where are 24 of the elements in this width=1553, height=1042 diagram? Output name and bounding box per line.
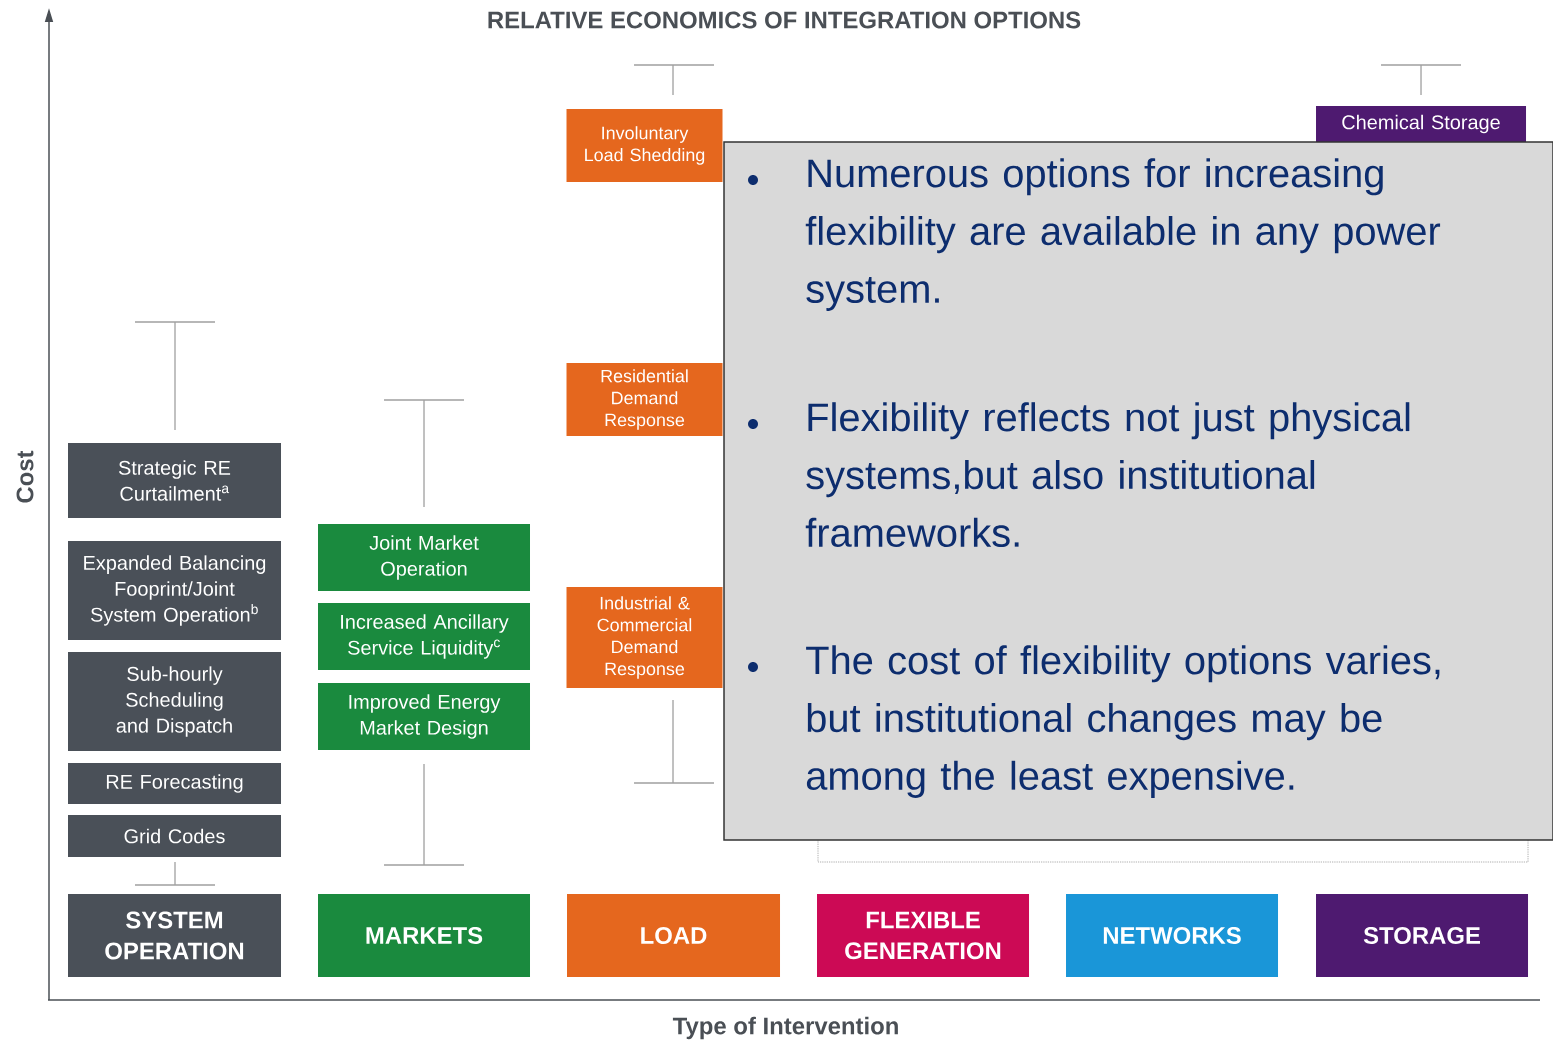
option-box: RE Forecasting bbox=[68, 763, 281, 804]
bullet-text: Flexibility reflects not just physical systems,but also institutional frameworks. bbox=[805, 402, 1410, 548]
option-box: Strategic RE Curtailment$^{a}$ bbox=[68, 443, 281, 518]
bullet-text: Numerous options for increasing flexibility are available in any power system. bbox=[805, 158, 1441, 311]
option-box: Residential Demand Response bbox=[566, 363, 723, 436]
option-box: Chemical Storage bbox=[1316, 106, 1526, 142]
category-box: NETWORKS bbox=[1066, 894, 1278, 977]
option-box: Improved Energy Market Design bbox=[318, 683, 530, 750]
option-box: Sub-hourly Scheduling and Dispatch bbox=[68, 652, 281, 751]
option-box: Involuntary Load Shedding bbox=[566, 109, 723, 182]
option-box: Increased Ancillary Service Liquidity$^{c}$ bbox=[318, 603, 530, 670]
category-box: FLEXIBLE GENERATION bbox=[817, 894, 1029, 977]
bullet-text: The cost of flexibility options varies, but institutional changes may be among the least expensive. bbox=[806, 645, 1440, 798]
chart-title: RELATIVE ECONOMICS OF INTEGRATION OPTIONS bbox=[488, 11, 1081, 29]
option-box: Joint Market Operation bbox=[318, 524, 530, 591]
category-box: SYSTEM OPERATION bbox=[68, 894, 281, 977]
option-box: Expanded Balancing Fooprint/Joint System Operation$^{b}$ bbox=[68, 541, 281, 640]
axis-label: Type of Intervention bbox=[672, 1016, 898, 1040]
option-box: Grid Codes bbox=[68, 815, 281, 857]
category-box: MARKETS bbox=[318, 894, 530, 977]
category-box: LOAD bbox=[567, 894, 780, 977]
option-box: Industrial & Commercial Demand Response bbox=[566, 587, 723, 688]
axis-label: Cost bbox=[16, 450, 34, 503]
category-box: STORAGE bbox=[1316, 894, 1528, 977]
